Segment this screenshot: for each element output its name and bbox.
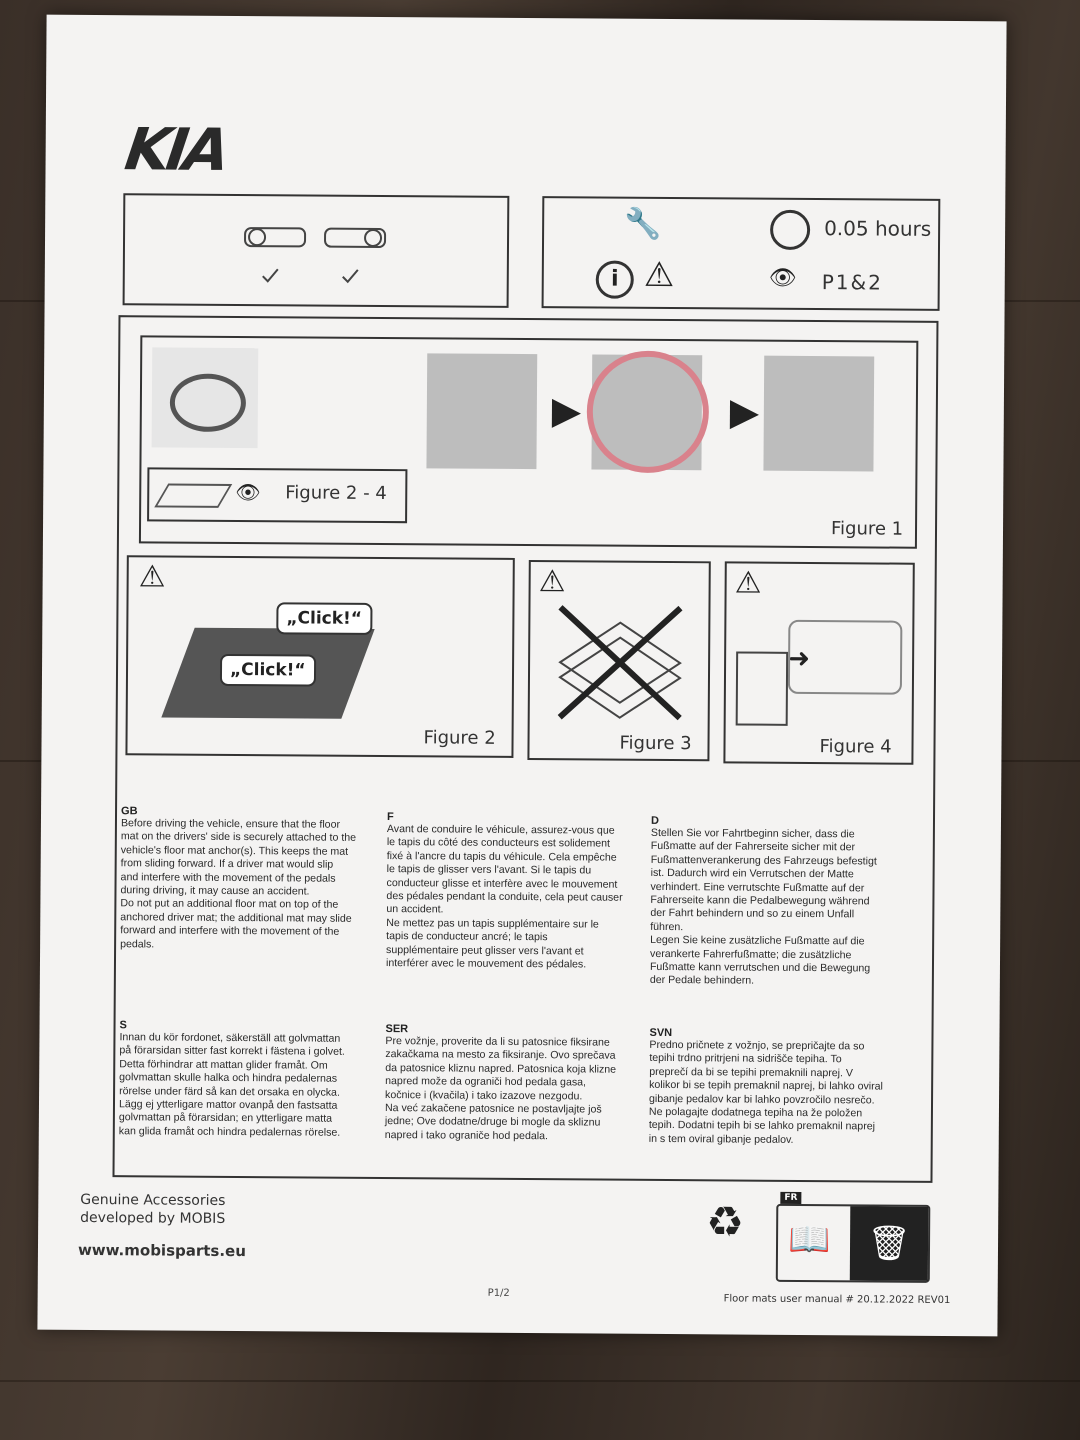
install-time: 0.05 hours	[824, 216, 932, 241]
instruction-text: Pre vožnje, proverite da li su patosnice…	[384, 1035, 617, 1143]
instruction-f: F Avant de conduire le véhicule, assurez…	[386, 811, 645, 972]
instruction-gb: GB Before driving the vehicle, ensure th…	[120, 805, 383, 953]
document-reference: Floor mats user manual # 20.12.2022 REV0…	[723, 1293, 951, 1307]
recycling-info-graphic: FR 📖 🗑	[775, 1191, 931, 1283]
arrow-right-icon: ▶	[551, 388, 582, 433]
clock-icon	[769, 209, 811, 251]
website-url: www.mobisparts.eu	[77, 1240, 247, 1261]
figure-3-panel: ⚠ Figure 3	[527, 560, 711, 762]
wrench-icon: 🔧	[624, 206, 662, 242]
triman-recycling-icon: ♻	[706, 1197, 745, 1247]
no-stacked-mats-icon	[557, 605, 683, 721]
glovebox-image	[787, 619, 903, 695]
figure-1-panel: 👁 Figure 2 - 4 ▶ ▶ Figure 1	[138, 335, 919, 549]
instruction-text: Avant de conduire le véhicule, assurez-v…	[385, 823, 623, 971]
figure-3-label: Figure 3	[619, 732, 692, 755]
vehicle-compatibility-box	[122, 193, 510, 308]
instruction-text: Before driving the vehicle, ensure that …	[120, 817, 357, 951]
instruction-svn: SVN Predno pričnete z vožnjo, se preprič…	[649, 1027, 912, 1148]
figure-ref-label: Figure 2 - 4	[285, 482, 387, 505]
figure-4-panel: ⚠ ➜ Figure 4	[723, 561, 915, 765]
instruction-s: S Innan du kör fordonet, säkerställ att …	[119, 1019, 382, 1140]
mat-stack-diagram	[735, 651, 789, 726]
figure-2-panel: ⚠ „Click!“ „Click!“ Figure 2	[125, 555, 515, 758]
steering-position-icons	[244, 227, 387, 284]
figure-2-label: Figure 2	[423, 727, 496, 749]
figures-frame: 👁 Figure 2 - 4 ▶ ▶ Figure 1 ⚠ „Click!“ „…	[112, 315, 939, 1183]
eye-read-icon: 👁	[235, 479, 261, 505]
install-step-1-image	[426, 353, 538, 470]
warning-icon: ⚠	[734, 565, 762, 601]
prohibited-icon	[586, 350, 710, 474]
recycle-badge: FR	[780, 1191, 802, 1204]
instruction-d: D Stellen Sie vor Fahrtbeginn sicher, da…	[650, 815, 913, 990]
mat-icon	[154, 483, 233, 508]
instruction-text: Innan du kör fordonet, säkerställ att go…	[118, 1031, 345, 1139]
page-reference: P1&2	[821, 270, 883, 295]
warning-icon: ⚠	[138, 559, 166, 595]
info-box: 🔧 0.05 hours i ⚠ 👁 P1&2	[541, 196, 941, 311]
install-step-3-image	[763, 355, 875, 472]
anchor-clip-image	[151, 347, 259, 449]
warning-icon: ⚠	[538, 564, 566, 600]
eye-read-icon: 👁	[768, 265, 797, 291]
figure-ref-box: 👁 Figure 2 - 4	[147, 467, 408, 524]
figure-1-label: Figure 1	[830, 518, 904, 540]
recycling-bin-icon: 🗑	[849, 1206, 929, 1281]
book-icon: 📖	[787, 1219, 831, 1261]
click-bubble-2: „Click!“	[219, 653, 316, 687]
kia-logo: KIA	[114, 115, 237, 184]
warning-icon: ⚠	[643, 254, 675, 296]
instruction-ser: SER Pre vožnje, proverite da li su patos…	[385, 1023, 644, 1144]
page-number: P1/2	[487, 1287, 510, 1299]
genuine-accessories-label: Genuine Accessories developed by MOBIS	[80, 1191, 226, 1227]
figure-4-label: Figure 4	[819, 736, 892, 758]
instruction-text: Stellen Sie vor Fahrtbeginn sicher, dass…	[649, 826, 877, 988]
arrow-right-icon: ▶	[729, 389, 760, 434]
info-icon: i	[595, 260, 634, 299]
click-bubble-1: „Click!“	[276, 602, 373, 635]
instruction-sheet: KIA 🔧 0.05 hours i ⚠ 👁 P1&2 👁 Figure 2	[37, 14, 1007, 1337]
instruction-text: Predno pričnete z vožnjo, se prepričajte…	[648, 1038, 883, 1146]
